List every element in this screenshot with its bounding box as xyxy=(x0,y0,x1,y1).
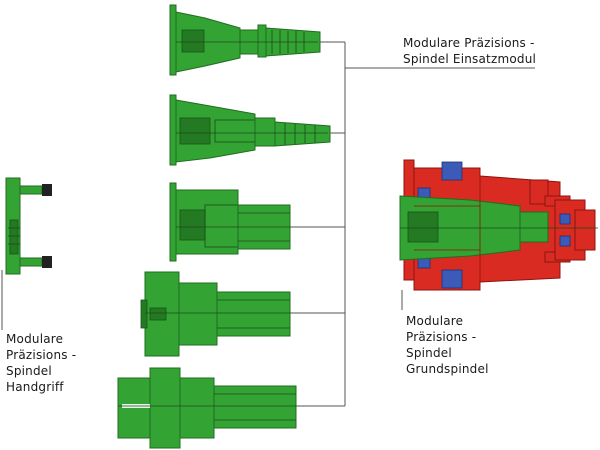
label-handgriff-line-4: Handgriff xyxy=(6,380,64,394)
label-handgriff-line-3: Spindel xyxy=(6,364,52,378)
label-handgriff-line-1: Modulare xyxy=(6,332,64,346)
label-grundspindel-line-1: Modulare xyxy=(406,314,464,328)
label-grundspindel-line-2: Präzisions - xyxy=(406,330,477,344)
label-einsatzmodul-line-2: Spindel Einsatzmodul xyxy=(403,52,537,66)
insert-module-3 xyxy=(169,182,291,262)
label-einsatzmodul-line-1: Modulare Präzisions - xyxy=(403,36,535,50)
insert-module-2 xyxy=(169,94,331,166)
label-grundspindel-line-3: Spindel xyxy=(406,346,452,360)
label-grundspindel: Modulare Präzisions - Spindel Grundspind… xyxy=(406,313,489,377)
insert-module-4 xyxy=(140,271,291,357)
label-handgriff-line-2: Präzisions - xyxy=(6,348,77,362)
base-spindle xyxy=(399,159,598,291)
insert-module-1 xyxy=(169,4,321,76)
hand-grip xyxy=(5,177,52,275)
einsatz-bracket xyxy=(290,41,535,407)
insert-module-5 xyxy=(117,367,297,449)
label-grundspindel-line-4: Grundspindel xyxy=(406,362,489,376)
label-handgriff: Modulare Präzisions - Spindel Handgriff xyxy=(6,331,76,395)
label-einsatzmodul: Modulare Präzisions - Spindel Einsatzmod… xyxy=(403,35,536,67)
